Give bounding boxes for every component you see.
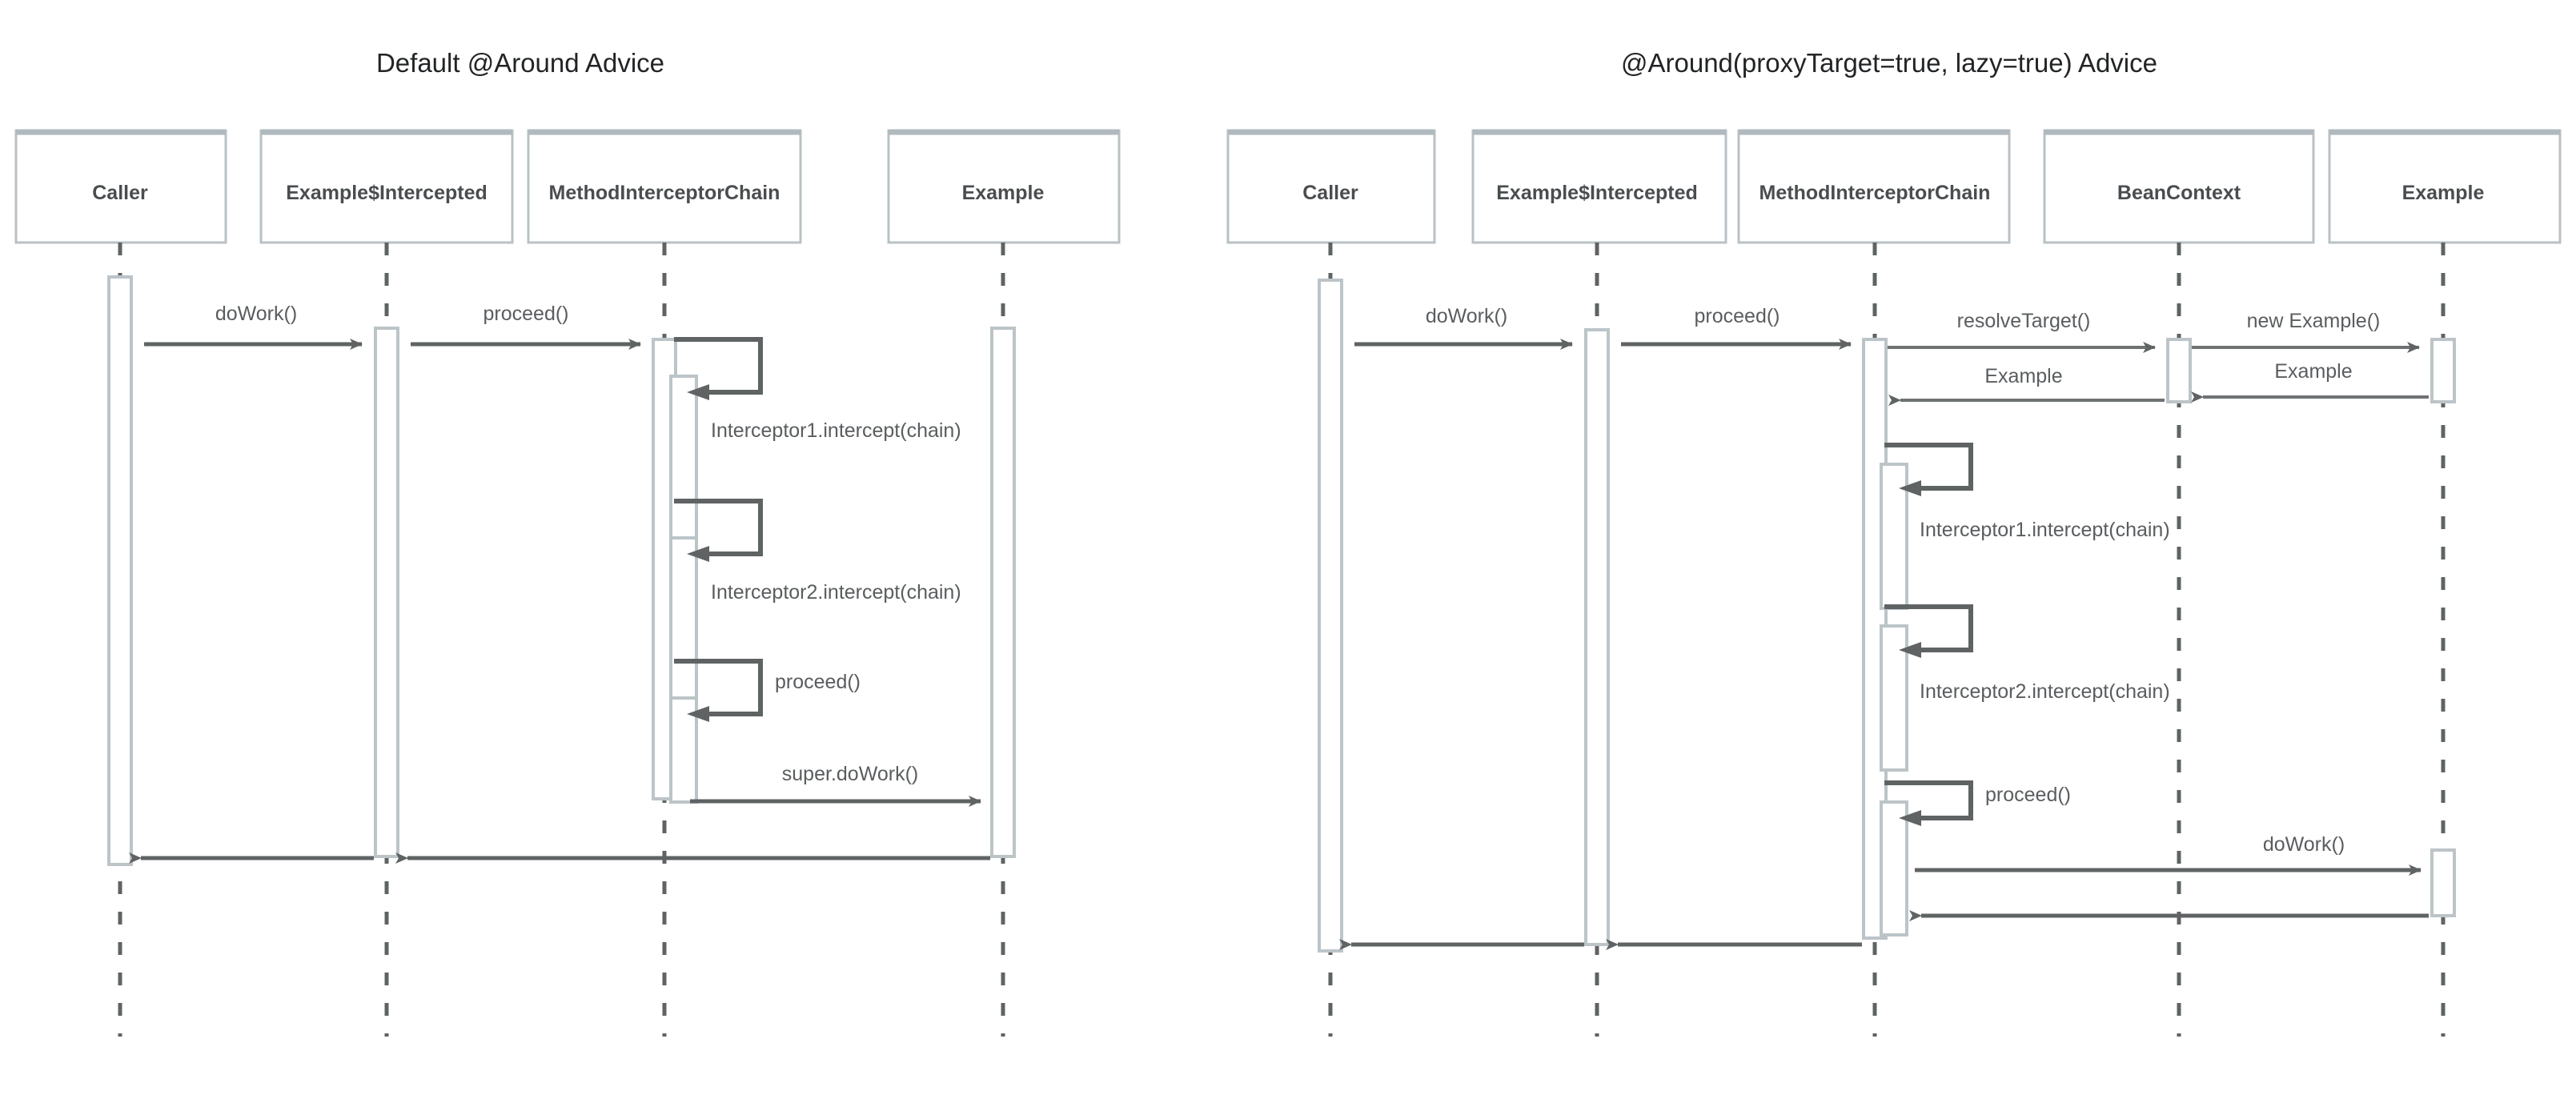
selfcall-loop xyxy=(674,499,763,556)
participant-label: Caller xyxy=(92,182,148,204)
right-participant-methodinterceptorchain[interactable]: MethodInterceptorChain xyxy=(1737,129,2011,244)
participant-label: MethodInterceptorChain xyxy=(549,182,780,204)
left-participant-methodinterceptorchain[interactable]: MethodInterceptorChain xyxy=(527,129,802,244)
right-message-proceed: proceed() xyxy=(1621,305,1852,350)
diagram-left: Default @Around Advice Caller Example$In… xyxy=(14,48,1121,1037)
left-message-superdowork: super.doWork() xyxy=(690,763,981,807)
message-label: super.doWork() xyxy=(782,763,918,785)
activation-nested-interceptor1 xyxy=(1880,463,1908,610)
participant-box xyxy=(1471,129,1727,244)
message-label: Example xyxy=(2274,360,2352,383)
selfcall-arrowhead xyxy=(1899,642,1921,658)
participant-label: Example xyxy=(2402,182,2485,204)
right-diagram-title: @Around(proxyTarget=true, lazy=true) Adv… xyxy=(1621,48,2157,78)
right-return-beancontext-to-chain: Example xyxy=(1888,365,2165,406)
activation-caller xyxy=(1318,279,1343,953)
message-label: doWork() xyxy=(215,303,297,325)
message-label: new Example() xyxy=(2247,310,2381,332)
right-participant-example[interactable]: Example xyxy=(2328,129,2562,244)
message-label: doWork() xyxy=(1426,305,1507,327)
selfcall-arrowhead xyxy=(687,546,709,562)
message-label: Interceptor2.intercept(chain) xyxy=(1920,680,2170,703)
participant-box xyxy=(1737,129,2011,244)
activation-example xyxy=(990,327,1016,858)
left-selfcall-interceptor2: Interceptor2.intercept(chain) xyxy=(674,499,961,604)
right-selfcall-proceed: proceed() xyxy=(1884,780,2071,826)
right-return-example-to-beancontext: Example xyxy=(2191,360,2429,403)
participant-box xyxy=(2328,129,2562,244)
right-message-dowork: doWork() xyxy=(1354,305,1573,350)
right-participant-example-intercepted[interactable]: Example$Intercepted xyxy=(1471,129,1727,244)
message-label: proceed() xyxy=(775,671,861,693)
left-participant-caller[interactable]: Caller xyxy=(14,129,227,244)
message-label: proceed() xyxy=(1985,784,2071,806)
message-label: Interceptor2.intercept(chain) xyxy=(711,581,961,604)
participant-label: BeanContext xyxy=(2117,182,2241,204)
message-label: Interceptor1.intercept(chain) xyxy=(711,419,961,442)
selfcall-loop xyxy=(674,659,763,716)
right-participant-beancontext[interactable]: BeanContext xyxy=(2043,129,2315,244)
message-label: resolveTarget() xyxy=(1957,310,2091,332)
left-participant-example[interactable]: Example xyxy=(887,129,1121,244)
message-label: doWork() xyxy=(2263,833,2345,856)
selfcall-loop xyxy=(1884,604,1973,652)
activation-example-dowork xyxy=(2430,848,2456,917)
activation-example-construct xyxy=(2430,338,2456,403)
diagram-right: @Around(proxyTarget=true, lazy=true) Adv… xyxy=(1226,48,2562,1037)
participant-label: Caller xyxy=(1302,182,1358,204)
selfcall-arrowhead xyxy=(687,384,709,400)
participant-label: Example$Intercepted xyxy=(286,182,488,204)
participant-label: MethodInterceptorChain xyxy=(1759,182,1991,204)
participant-box xyxy=(14,129,227,244)
selfcall-arrowhead xyxy=(1899,810,1921,826)
right-selfcall-interceptor2: Interceptor2.intercept(chain) xyxy=(1884,604,2170,703)
message-label: proceed() xyxy=(484,303,569,325)
participant-label: Example xyxy=(962,182,1045,204)
right-message-new-example: new Example() xyxy=(2192,310,2420,353)
message-label: proceed() xyxy=(1695,305,1780,327)
message-label: Interceptor1.intercept(chain) xyxy=(1920,519,2170,541)
right-selfcall-interceptor1: Interceptor1.intercept(chain) xyxy=(1884,443,2170,541)
selfcall-loop xyxy=(674,337,763,395)
right-message-dowork2: doWork() xyxy=(1915,833,2422,876)
activation-beancontext xyxy=(2166,338,2192,403)
activation-caller xyxy=(107,275,133,866)
left-selfcall-proceed: proceed() xyxy=(674,659,861,722)
right-message-resolvetarget: resolveTarget() xyxy=(1888,310,2156,353)
participant-label: Example$Intercepted xyxy=(1496,182,1698,204)
left-message-dowork: doWork() xyxy=(144,303,363,350)
message-label: Example xyxy=(1984,365,2062,387)
activation-example-intercepted xyxy=(374,327,399,858)
participant-box xyxy=(527,129,802,244)
selfcall-loop xyxy=(1884,443,1973,491)
left-selfcall-interceptor1: Interceptor1.intercept(chain) xyxy=(674,337,961,442)
left-participant-example-intercepted[interactable]: Example$Intercepted xyxy=(259,129,514,244)
left-diagram-title: Default @Around Advice xyxy=(376,48,664,78)
participant-box xyxy=(259,129,514,244)
selfcall-loop xyxy=(1884,780,1973,820)
activation-nested-interceptor2 xyxy=(1880,624,1908,772)
selfcall-arrowhead xyxy=(687,706,709,722)
selfcall-arrowhead xyxy=(1899,480,1921,496)
right-participant-caller[interactable]: Caller xyxy=(1226,129,1436,244)
activation-example-intercepted xyxy=(1584,328,1610,946)
left-message-proceed: proceed() xyxy=(411,303,641,350)
activation-nested-proceed xyxy=(1880,800,1908,937)
